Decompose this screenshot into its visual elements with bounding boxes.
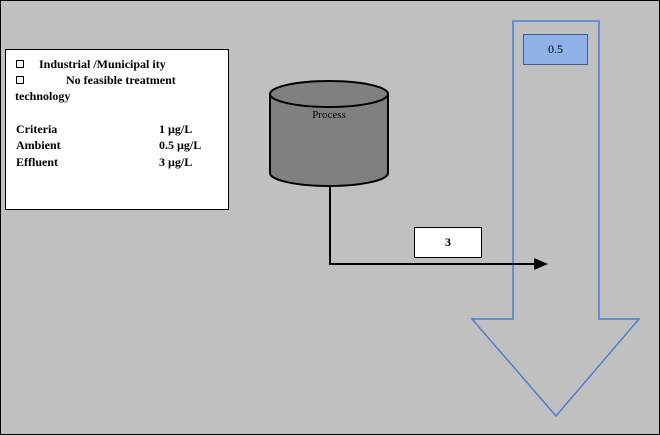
- ambient-row: Ambient 0.5 µg/L: [16, 138, 201, 153]
- option-label: No feasible treatment: [66, 73, 176, 87]
- ambient-label: Ambient: [16, 138, 61, 152]
- process-tank-icon: [269, 80, 389, 187]
- criteria-value: 1 µg/L: [159, 122, 193, 136]
- criteria-info-box: Industrial /Municipal ity No feasible tr…: [5, 49, 229, 210]
- checkbox-icon[interactable]: [16, 60, 24, 69]
- option-industrial-municipal[interactable]: Industrial /Municipal ity: [16, 57, 166, 72]
- ambient-value: 0.5 µg/L: [159, 138, 202, 152]
- criteria-row: Criteria 1 µg/L: [16, 122, 192, 137]
- option-no-feasible-treatment[interactable]: No feasible treatment technology: [15, 73, 206, 103]
- ambient-concentration-box: 0.5: [523, 34, 588, 65]
- effluent-value: 3 µg/L: [159, 155, 193, 169]
- effluent-label: Effluent: [16, 155, 58, 169]
- checkbox-icon[interactable]: [16, 76, 24, 85]
- effluent-concentration-box: 3: [414, 227, 482, 258]
- process-label: Process: [312, 109, 346, 121]
- criteria-label: Criteria: [16, 122, 58, 136]
- option-label: Industrial /Municipal ity: [39, 57, 166, 71]
- effluent-arrowhead-icon: [534, 258, 548, 270]
- option-label-continued: technology: [15, 89, 71, 103]
- effluent-row: Effluent 3 µg/L: [16, 155, 192, 170]
- effluent-pipe-line: [329, 186, 536, 265]
- ambient-stream-arrow: [470, 20, 641, 418]
